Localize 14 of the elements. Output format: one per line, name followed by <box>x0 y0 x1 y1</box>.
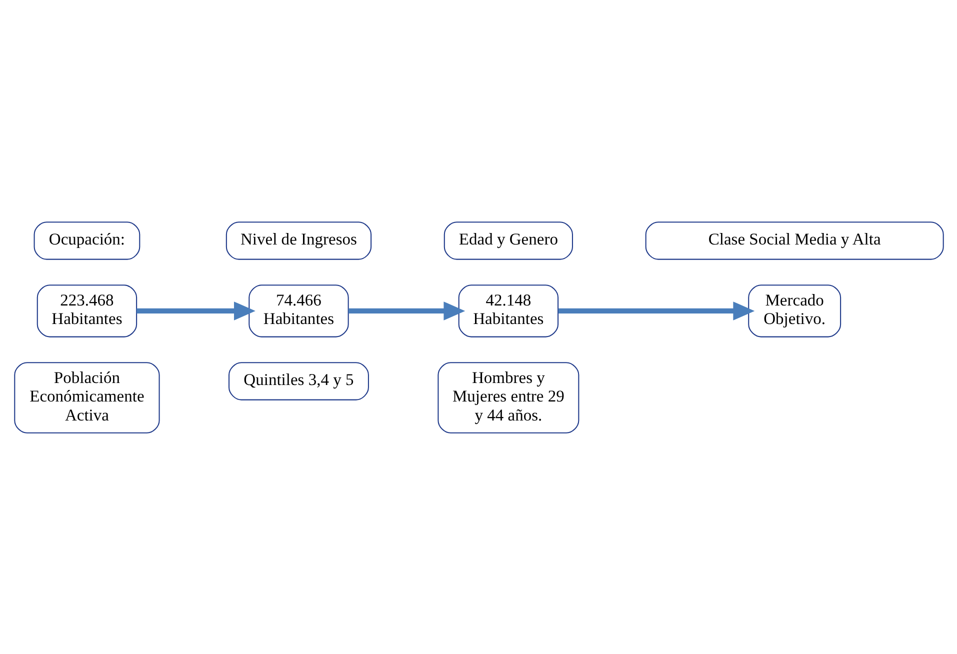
node-box: Mercado Objetivo. <box>748 284 841 337</box>
arrow <box>558 301 754 320</box>
node-box: Hombres y Mujeres entre 29 y 44 años. <box>437 362 579 433</box>
node-box: 42.148 Habitantes <box>458 284 558 337</box>
node-box: Población Económicamente Activa <box>14 362 160 433</box>
arrow <box>136 301 255 320</box>
node-box: Ocupación: <box>33 221 140 260</box>
node-box: 223.468 Habitantes <box>36 284 137 337</box>
node-box: 74.466 Habitantes <box>248 284 348 337</box>
arrow <box>348 301 465 320</box>
node-box: Clase Social Media y Alta <box>644 221 944 260</box>
node-box: Nivel de Ingresos <box>225 221 372 260</box>
node-box: Quintiles 3,4 y 5 <box>228 362 368 400</box>
node-box: Edad y Genero <box>443 221 572 260</box>
